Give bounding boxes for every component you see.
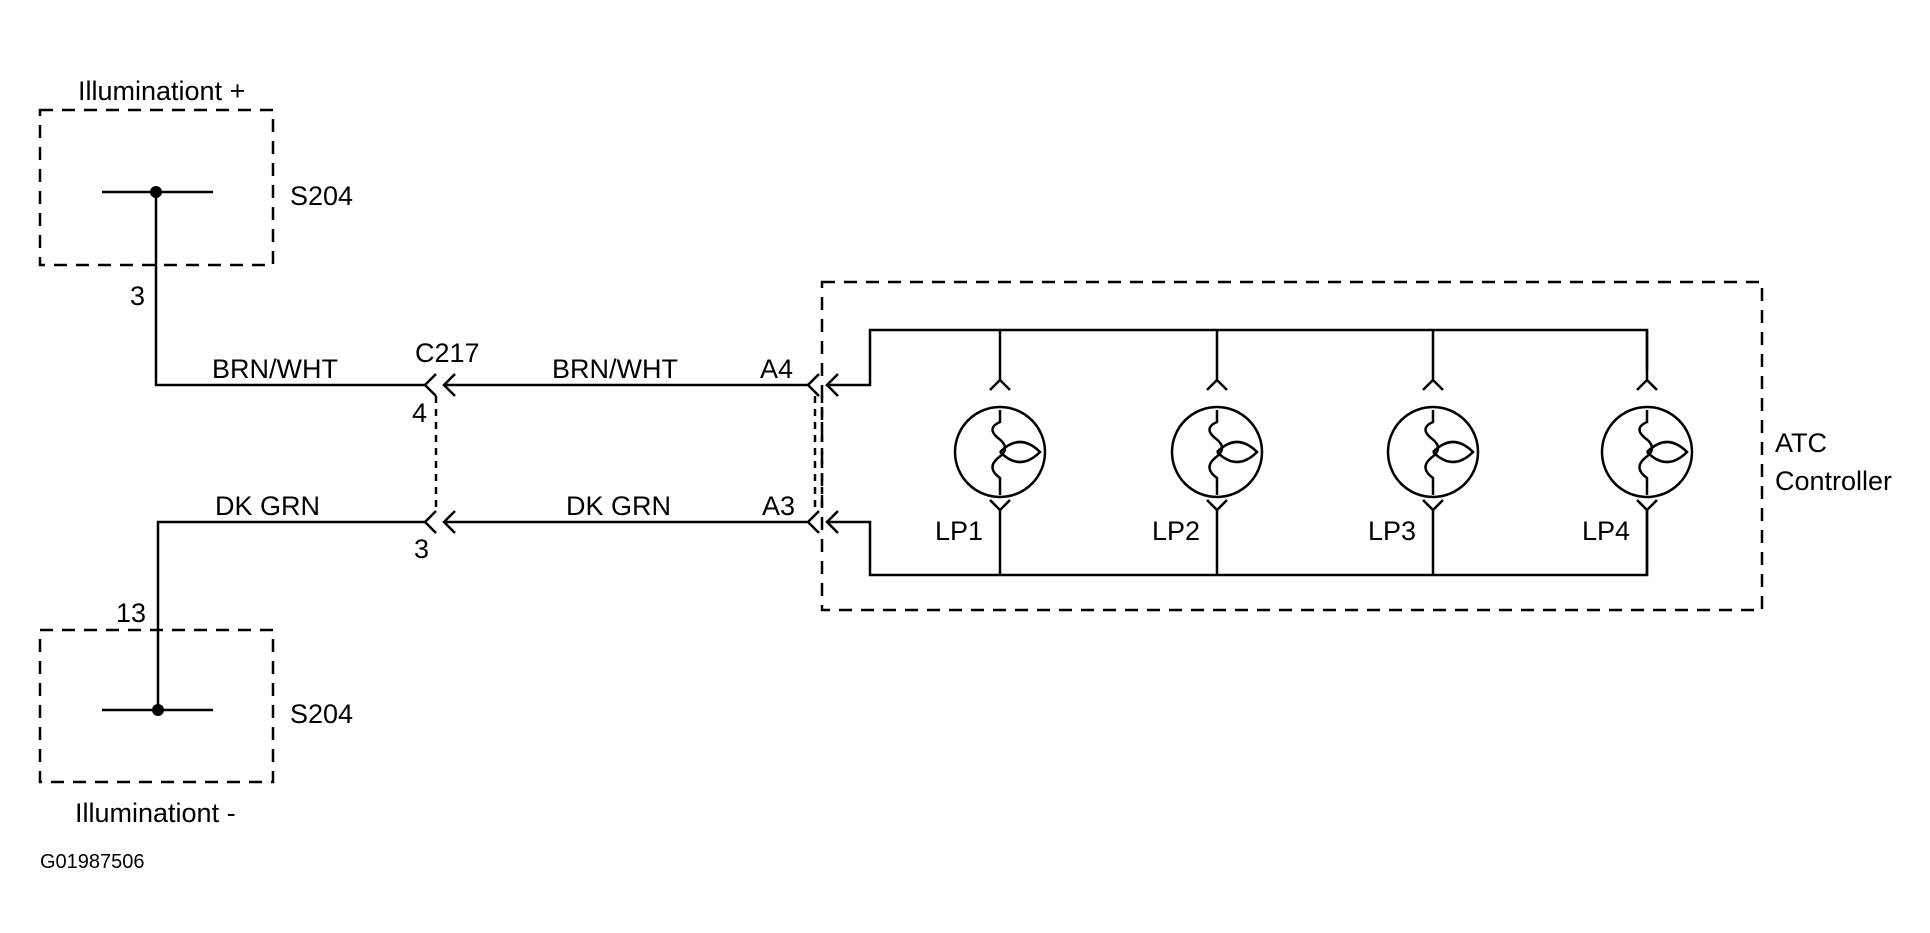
- bottom-splice-pin: 13: [116, 598, 146, 628]
- c217-pin4-arrow-left: [423, 373, 437, 397]
- lamp-lp2: [1170, 330, 1264, 575]
- controller-name-line2: Controller: [1775, 466, 1892, 496]
- bottom-splice-id: S204: [290, 699, 353, 729]
- controller-name-line1: ATC: [1775, 428, 1827, 458]
- top-splice-pin: 3: [130, 281, 145, 311]
- wire-dk-grn-left: [156, 520, 425, 710]
- bottom-splice-label: Illuminationt -: [75, 798, 236, 828]
- wire-brn-wht-left: [154, 192, 425, 387]
- a3-arrow-left: [806, 510, 820, 534]
- lamp-lp3: [1386, 330, 1480, 575]
- lamp-label-lp4: LP4: [1582, 516, 1630, 546]
- wire-label-lower-right: DK GRN: [566, 491, 671, 521]
- connector-pin-bottom: 3: [414, 534, 429, 564]
- top-splice-label: Illuminationt +: [78, 76, 245, 106]
- lamp-lp1: [953, 330, 1047, 575]
- figure-id: G01987506: [40, 851, 145, 873]
- wire-label-upper-right: BRN/WHT: [552, 354, 678, 384]
- lamp-label-lp2: LP2: [1152, 516, 1200, 546]
- controller-pin-top: A4: [760, 354, 793, 384]
- wire-label-lower-left: DK GRN: [215, 491, 320, 521]
- lamp-lp4: [1600, 330, 1694, 575]
- wire-label-upper-left: BRN/WHT: [212, 354, 338, 384]
- top-splice-box: [38, 108, 275, 267]
- bottom-splice-box: [38, 628, 275, 784]
- atc-controller-box: [820, 280, 1764, 612]
- connector-id: C217: [415, 338, 480, 368]
- lamp-label-lp1: LP1: [935, 516, 983, 546]
- controller-top-bus: [827, 328, 1649, 387]
- top-splice-id: S204: [290, 181, 353, 211]
- c217-pin3-arrow-left: [423, 510, 437, 534]
- controller-pin-bottom: A3: [762, 491, 795, 521]
- connector-pin-top: 4: [412, 398, 427, 428]
- a4-arrow-left: [806, 373, 820, 397]
- lamp-label-lp3: LP3: [1368, 516, 1416, 546]
